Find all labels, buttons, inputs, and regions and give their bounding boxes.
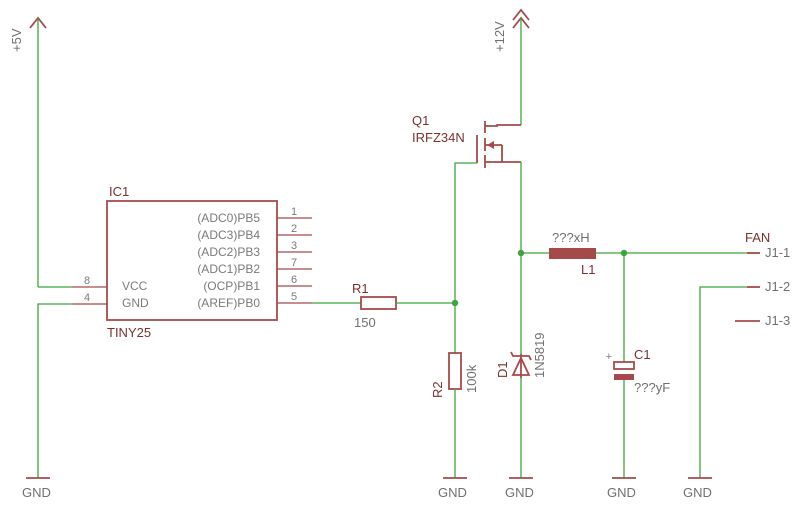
fan-name: FAN — [745, 230, 770, 245]
supply-12v-label: +12V — [492, 21, 507, 52]
l1-value: ???xH — [552, 230, 590, 245]
ic1-pin-label: VCC — [122, 279, 148, 293]
ic1-pin-label: GND — [122, 296, 149, 310]
r2-name: R2 — [430, 381, 445, 398]
ic1-pin-number: 4 — [84, 292, 90, 304]
d1-value: 1N5819 — [532, 332, 547, 378]
q1-name: Q1 — [412, 113, 429, 128]
ic1-pin-number: 8 — [84, 275, 90, 287]
ic1-pin-number: 7 — [291, 257, 297, 269]
ground-symbol: GND — [683, 477, 712, 500]
fan-pin-label: J1-3 — [765, 313, 790, 328]
ic1-pin-label: (OCP)PB1 — [203, 279, 260, 293]
c1-polarity: + — [606, 351, 612, 363]
d1-name: D1 — [495, 361, 510, 378]
ground-label: GND — [607, 485, 636, 500]
d1: D1 1N5819 — [495, 253, 547, 478]
ground-label: GND — [505, 485, 534, 500]
c1-name: C1 — [634, 347, 651, 362]
r1-value: 150 — [354, 315, 376, 330]
r2-value: 100k — [464, 364, 479, 393]
ic1-name: IC1 — [109, 184, 129, 199]
ic1-pin-number: 2 — [291, 223, 297, 235]
fan-pin-label: J1-1 — [765, 245, 790, 260]
ic1-pin-number: 1 — [291, 206, 297, 218]
ground-label: GND — [683, 485, 712, 500]
fan-connector: FAN J1-1 J1-2 J1-3 — [735, 230, 790, 328]
l1-name: L1 — [581, 262, 595, 277]
supply-5v: +5V — [9, 16, 47, 287]
supply-5v-label: +5V — [9, 28, 24, 52]
ic1-pin-label: (ADC2)PB3 — [197, 245, 260, 259]
c1-value: ???yF — [634, 380, 670, 395]
supply-12v: +12V — [492, 8, 530, 125]
ground-symbol: GND — [438, 477, 467, 500]
ic1-pin-label: (AREF)PB0 — [197, 296, 260, 310]
ground-symbol: GND — [505, 477, 534, 500]
l1: ???xH L1 — [521, 230, 754, 277]
ground-label: GND — [22, 485, 51, 500]
ic1-pin-label: (ADC0)PB5 — [197, 211, 260, 225]
ground-symbol: GND — [607, 477, 636, 500]
r2: R2 100k — [430, 303, 479, 478]
q1: Q1 IRFZ34N — [412, 113, 521, 168]
ground-label: GND — [438, 485, 467, 500]
ic1-pin-label: (ADC1)PB2 — [197, 262, 260, 276]
fan-pin-label: J1-2 — [765, 279, 790, 294]
ic1-pin-label: (ADC3)PB4 — [197, 228, 260, 242]
ic1-pin-number: 6 — [291, 274, 297, 286]
ic1-pin-number: 5 — [291, 291, 297, 303]
r1: R1 150 — [312, 281, 455, 330]
ic1-value: TINY25 — [107, 325, 151, 340]
q1-value: IRFZ34N — [412, 130, 465, 145]
ic1: IC1 TINY25 (ADC0)PB5 (ADC3)PB4 (ADC2)PB3… — [72, 184, 312, 340]
ground-symbol: GND — [22, 477, 51, 500]
c1: + C1 ???yF — [606, 253, 670, 478]
ic1-pin-number: 3 — [291, 240, 297, 252]
r1-name: R1 — [352, 281, 369, 296]
